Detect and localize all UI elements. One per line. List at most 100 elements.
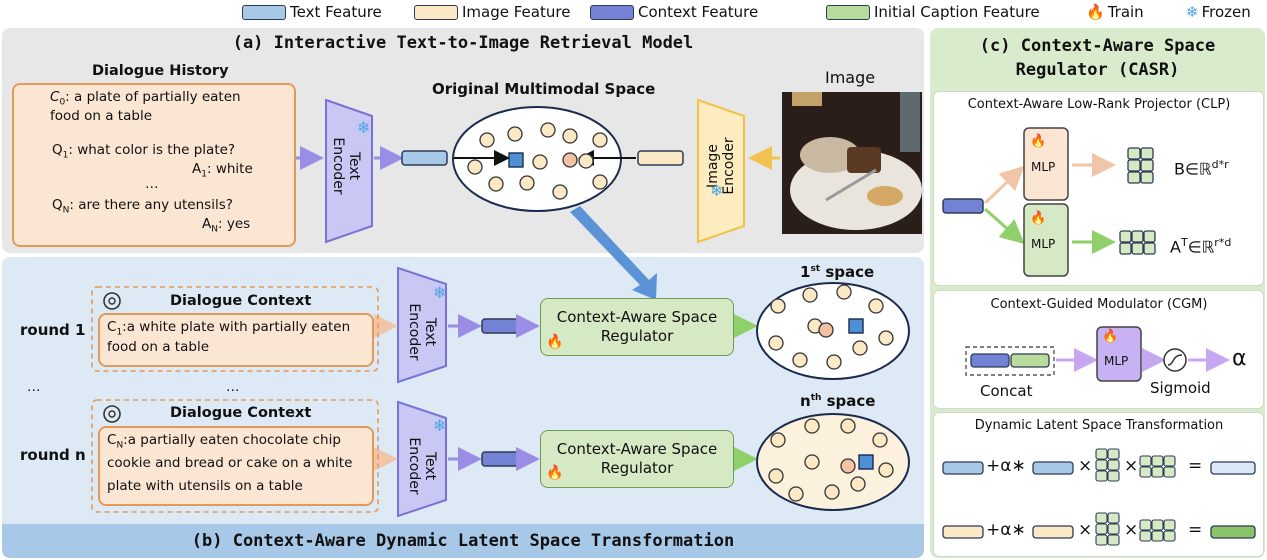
- q1-line: Q1: what color is the plate?: [52, 142, 236, 161]
- text-encoder-a: [325, 98, 373, 244]
- dialogue-context-label-2: Dialogue Context: [170, 405, 312, 421]
- qn-line: QN: are there any utensils?: [52, 197, 233, 216]
- space-point: [479, 132, 495, 148]
- c1-line2: food on a table: [107, 339, 209, 355]
- text-encoder-b2-label: Text Encoder: [406, 437, 438, 495]
- an-line: AN: yes: [202, 216, 251, 235]
- space-point: [552, 184, 568, 200]
- dialogue-history-label: Dialogue History: [92, 63, 229, 79]
- legend-text-feature: Text Feature: [242, 3, 382, 21]
- space-point: [826, 354, 842, 370]
- space-point: [562, 128, 578, 144]
- times-1b: ×: [1124, 456, 1139, 476]
- panel-b-title-bar: [2, 524, 924, 558]
- round-1-label: round 1: [20, 321, 86, 339]
- flame-icon: 🔥: [546, 465, 564, 481]
- c0-line2: food on a table: [50, 108, 152, 124]
- space-point: [802, 287, 818, 303]
- ellipsis-a: …: [145, 176, 159, 192]
- space-point: [804, 454, 820, 470]
- flame-icon: 🔥: [1030, 134, 1047, 149]
- text-point: [858, 454, 874, 470]
- nth-space-ellipse: [756, 413, 910, 511]
- space-point: [836, 284, 852, 300]
- equals-2: =: [1188, 520, 1203, 540]
- space-point: [872, 432, 888, 448]
- ellipsis-b-mid: …: [226, 379, 240, 395]
- text-point: [848, 318, 864, 334]
- text-encoder-b2: [397, 400, 447, 518]
- sigmoid-label: Sigmoid: [1150, 379, 1211, 397]
- chatgpt-icon-1: [103, 292, 121, 310]
- space-point: [850, 476, 866, 492]
- legend-context-feature: Context Feature: [590, 3, 758, 21]
- panel-b-title: (b) Context-Aware Dynamic Latent Space T…: [191, 531, 735, 551]
- space-point: [770, 298, 786, 314]
- text-encoder-b1-label: Text Encoder: [406, 303, 438, 361]
- chatgpt-icon-2: [103, 405, 121, 423]
- ellipsis-b-left: …: [27, 379, 41, 395]
- context-box-1: [98, 313, 374, 367]
- c1-line1: C1:a white plate with partially eaten: [107, 319, 351, 338]
- space-point: [592, 132, 608, 148]
- space-point: [824, 484, 840, 500]
- cgm-title: Context-Guided Modulator (CGM): [990, 297, 1208, 312]
- original-space-label: Original Multimodal Space: [432, 80, 656, 98]
- snowflake-icon: ❄: [1186, 3, 1199, 21]
- space-point: [768, 468, 784, 484]
- a-matrix-grid: [1119, 230, 1156, 255]
- a-matrix-label: AT∈ℝr*d: [1170, 236, 1232, 257]
- image-encoder-a: [697, 98, 745, 244]
- space-point: [878, 462, 894, 478]
- space-point: [488, 176, 504, 192]
- nth-space-label: nth space: [800, 392, 876, 410]
- flame-icon: 🔥: [546, 334, 564, 350]
- image-label: Image: [825, 68, 876, 87]
- space-point: [792, 352, 808, 368]
- flame-icon: 🔥: [1086, 3, 1105, 21]
- space-point: [868, 298, 884, 314]
- image-point: [562, 152, 578, 168]
- c0-line1: C0: a plate of partially eaten: [50, 89, 241, 108]
- snowflake-icon: ❄: [433, 416, 447, 435]
- space-point: [467, 159, 483, 175]
- dialogue-history-box: [12, 83, 296, 247]
- space-point: [519, 175, 535, 191]
- space-point: [840, 418, 856, 434]
- alpha-output: α: [1232, 346, 1247, 371]
- panel-c-title-2: Regulator (CASR): [1015, 60, 1180, 80]
- panel-a-title: (a) Interactive Text-to-Image Retrieval …: [232, 33, 694, 53]
- space-point: [788, 486, 804, 502]
- space-point: [507, 126, 523, 142]
- plus-alpha-2: +α∗: [986, 520, 1026, 540]
- mlp-label-1: MLP: [1031, 160, 1056, 174]
- space-point: [878, 330, 894, 346]
- snowflake-icon: ❄: [433, 283, 447, 302]
- regulator-box-n: Context-Aware Space Regulator: [540, 430, 734, 488]
- text-point: [508, 152, 524, 168]
- snowflake-icon: ❄: [710, 181, 724, 200]
- flame-icon: 🔥: [1102, 329, 1119, 344]
- equals-1: =: [1188, 456, 1203, 476]
- space-point: [852, 340, 868, 356]
- dlst-title: Dynamic Latent Space Transformation: [974, 418, 1224, 433]
- space-point: [804, 418, 820, 434]
- cn-line1: CN:a partially eaten chocolate chip: [107, 432, 341, 451]
- dialogue-context-label-1: Dialogue Context: [170, 293, 312, 309]
- big-blue-arrow: [570, 206, 657, 300]
- round-n-label: round n: [20, 446, 86, 464]
- legend-initial-caption-feature: Initial Caption Feature: [826, 3, 1040, 21]
- times-2a: ×: [1078, 520, 1093, 540]
- mlp-label-3: MLP: [1104, 354, 1129, 368]
- cn-line3: plate with utensils on a table: [107, 478, 303, 494]
- space-point: [532, 154, 548, 170]
- text-encoder-a-label: Text Encoder: [330, 137, 362, 195]
- first-space-label: 1st space: [800, 263, 875, 281]
- flame-icon: 🔥: [1030, 211, 1047, 226]
- legend-frozen: ❄Frozen: [1186, 3, 1251, 21]
- space-point: [768, 335, 784, 351]
- snowflake-icon: ❄: [357, 118, 371, 137]
- context-box-n: [98, 426, 374, 506]
- space-point: [540, 122, 556, 138]
- regulator-box-1: Context-Aware Space Regulator: [540, 298, 734, 356]
